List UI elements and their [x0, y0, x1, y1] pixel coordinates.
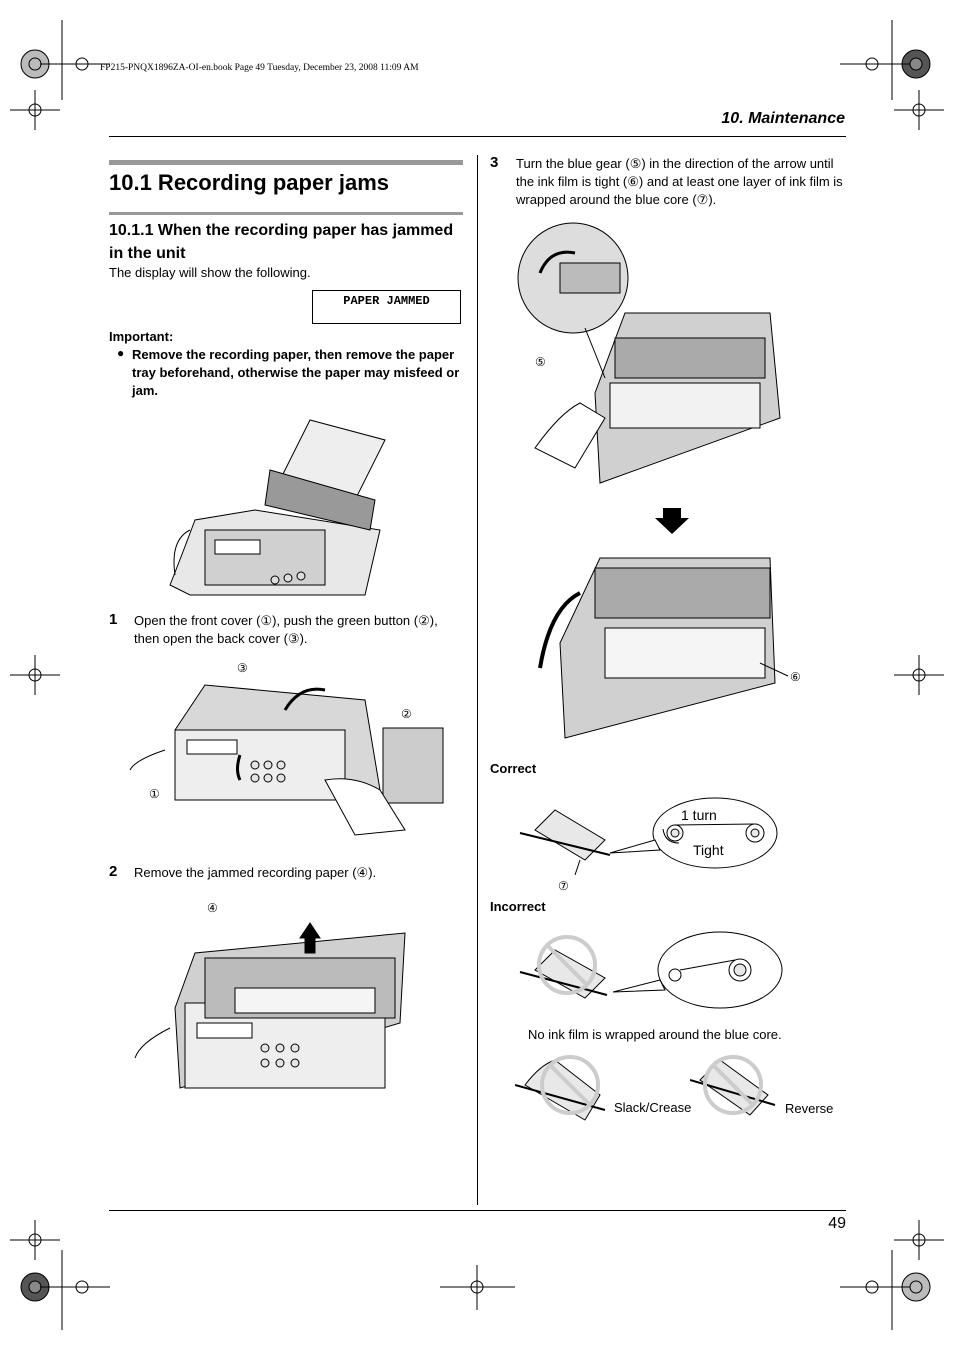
turn-label: 1 turn — [681, 807, 717, 823]
slack-label: Slack/Crease — [614, 1100, 692, 1115]
chapter-header: 10. Maintenance — [721, 110, 845, 127]
callout-5: ⑤ — [535, 355, 546, 369]
correct-label: Correct — [490, 761, 537, 776]
tight-label: Tight — [693, 842, 724, 858]
turn-gear-illustration: ⑤ — [517, 222, 781, 484]
section-bar — [109, 160, 463, 165]
bullet-icon: ● — [117, 346, 125, 360]
column-divider — [477, 155, 478, 1205]
slack-film-illustration — [515, 1055, 606, 1121]
step-2-text: Remove the jammed recording paper (④). — [134, 865, 377, 880]
footer-rule — [109, 1210, 846, 1211]
print-info: FP215-PNQX1896ZA-OI-en.book Page 49 Tues… — [100, 63, 419, 73]
subsection-title: 10.1.1 When the recording paper has jamm… — [109, 222, 454, 262]
section-title: 10.1 Recording paper jams — [109, 170, 389, 195]
callout-7: ⑦ — [558, 879, 569, 893]
step-2-number: 2 — [109, 863, 118, 880]
intro-text: The display will show the following. — [109, 265, 311, 280]
correct-film-illustration: 1 turn Tight ⑦ — [519, 797, 778, 893]
down-arrow-icon — [655, 508, 689, 534]
step-1-number: 1 — [109, 611, 118, 628]
reverse-label: Reverse — [785, 1101, 834, 1116]
callout-1: ① — [149, 787, 160, 801]
reverse-film-illustration — [690, 1055, 776, 1116]
step-3-number: 3 — [490, 154, 499, 171]
callout-3: ③ — [237, 661, 248, 675]
callout-4: ④ — [207, 901, 218, 915]
callout-6: ⑥ — [790, 670, 801, 684]
incorrect-label: Incorrect — [490, 899, 546, 914]
incorrect-caption: No ink film is wrapped around the blue c… — [528, 1027, 782, 1042]
page-number: 49 — [828, 1215, 846, 1232]
incorrect-film-illustration — [519, 931, 783, 1009]
subsection-bar — [109, 212, 463, 215]
display-box: PAPER JAMMED — [312, 290, 461, 324]
callout-2: ② — [401, 707, 412, 721]
tight-film-illustration: ⑥ — [538, 557, 801, 739]
step-3-text: Turn the blue gear (⑤) in the direction … — [516, 156, 843, 207]
important-text: Remove the recording paper, then remove … — [132, 347, 460, 398]
paper-tray-illustration — [169, 419, 386, 596]
open-covers-illustration: ③ ② ① — [129, 661, 444, 836]
step-1-text: Open the front cover (①), push the green… — [134, 613, 438, 646]
header-rule — [109, 136, 846, 137]
remove-paper-illustration: ④ — [134, 901, 406, 1089]
important-label: Important: — [109, 329, 174, 344]
